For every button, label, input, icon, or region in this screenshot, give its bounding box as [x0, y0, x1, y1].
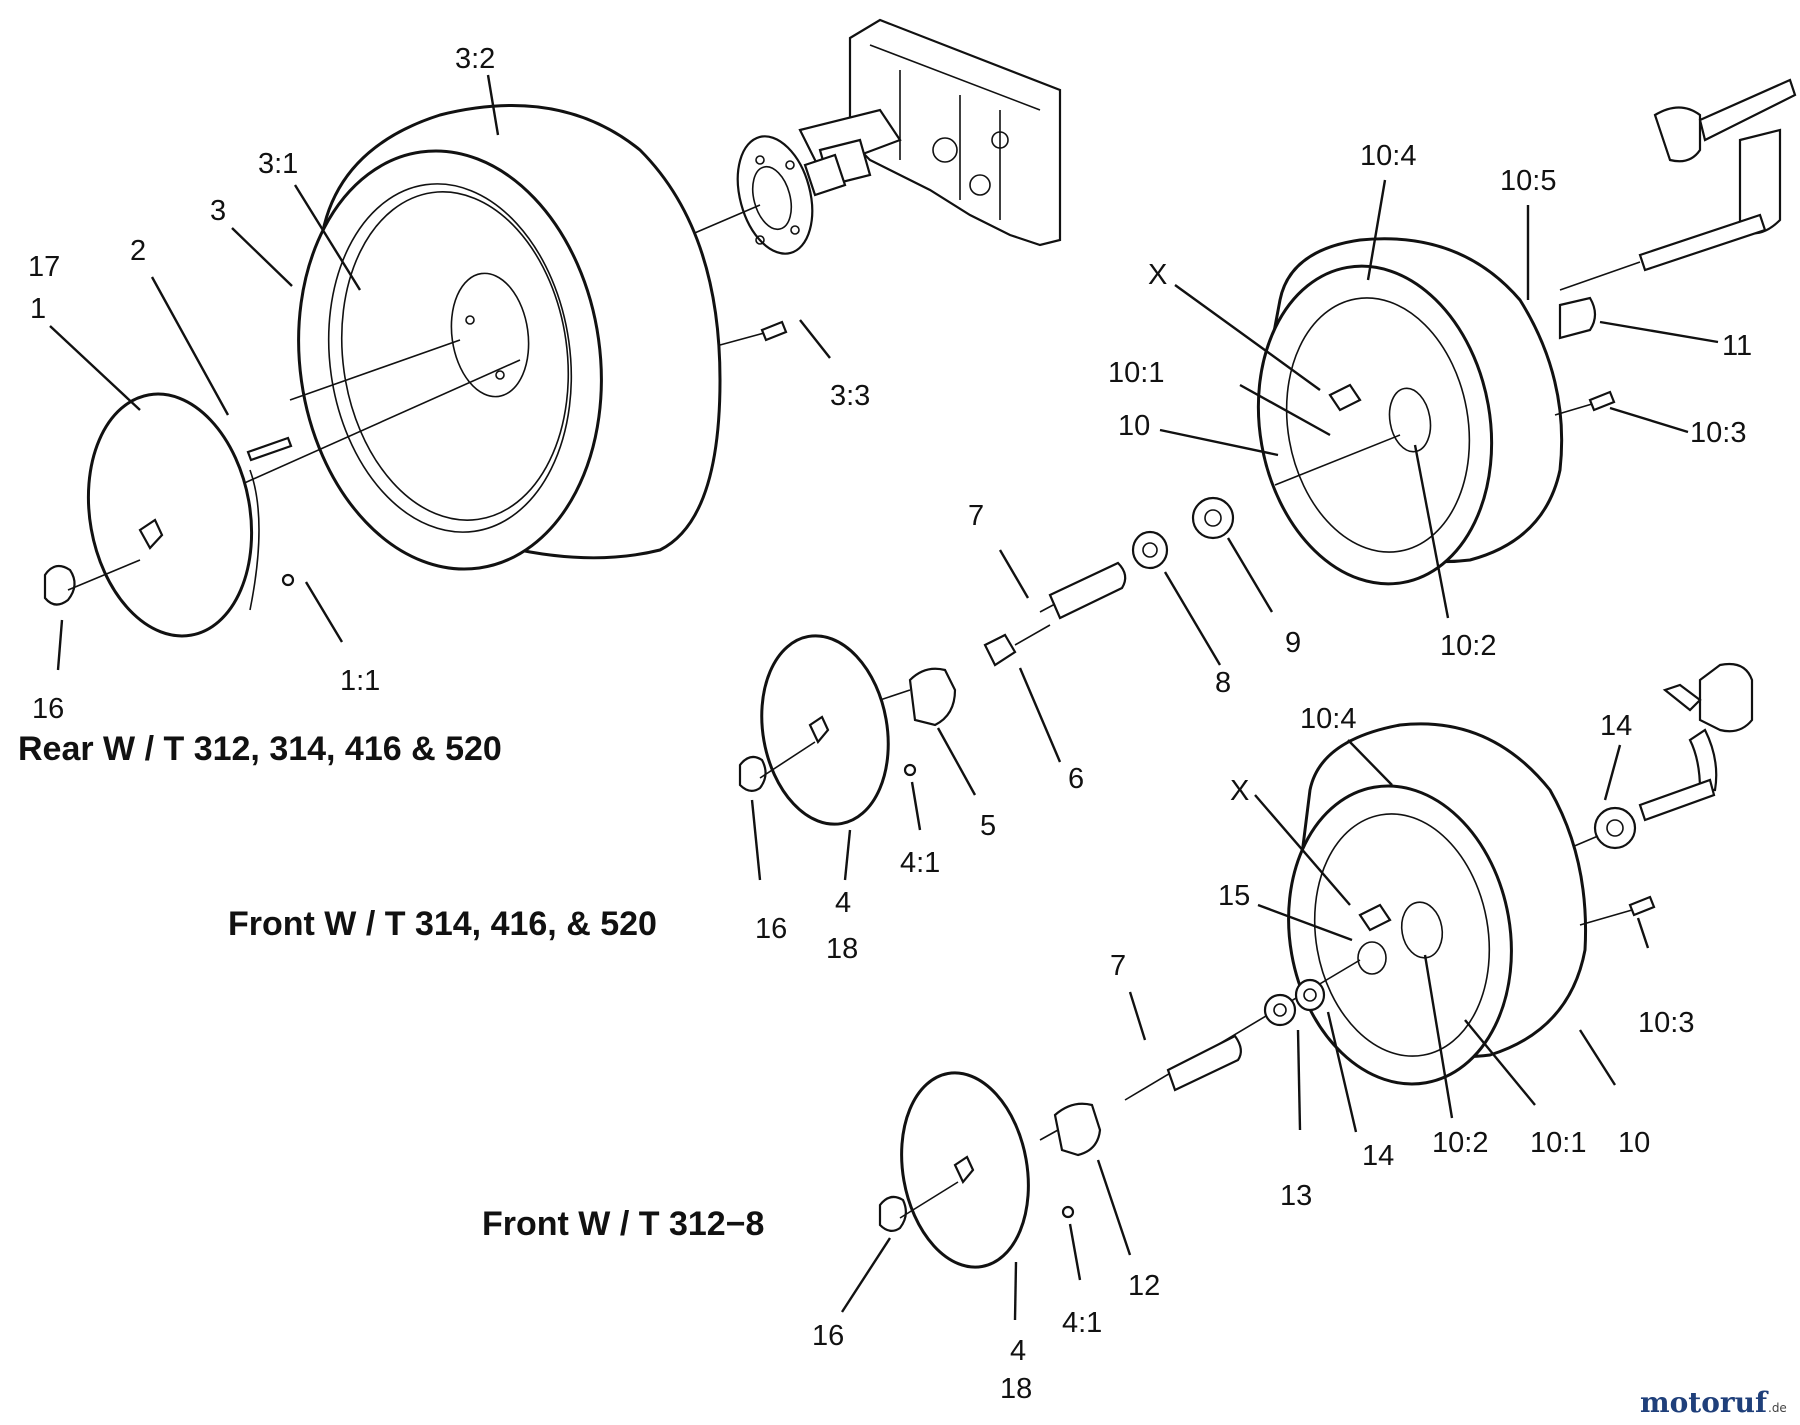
- front-bushing-b: [1053, 1102, 1102, 1157]
- front-tire-b: [1287, 722, 1588, 1086]
- front-wheel-assembly-a: 10:4 10:5 X 11 10:1 10 10:3 7 9 8 10:2 6…: [228, 78, 1797, 965]
- callout-5: 5: [980, 810, 996, 842]
- callout-10-b: 10: [1618, 1127, 1650, 1159]
- callout-9: 9: [1285, 627, 1301, 659]
- callout-18-a: 18: [826, 933, 858, 965]
- callout-10-4-b: 10:4: [1300, 703, 1356, 735]
- callout-3-2: 3:2: [455, 43, 495, 75]
- front-spacer-a: [1558, 296, 1597, 340]
- callout-10-2-b: 10:2: [1432, 1127, 1488, 1159]
- front-washer-9: [1191, 496, 1235, 540]
- rear-wheel-assembly: 3:2 3:1 3 2 17 1 16 1:1 3:3 Rear W / T 3…: [18, 18, 1062, 768]
- callout-7-b: 7: [1110, 950, 1126, 982]
- callout-3-3: 3:3: [830, 380, 870, 412]
- callout-4-1-a: 4:1: [900, 847, 940, 879]
- callout-x-b: X: [1230, 775, 1249, 807]
- caption-rear: Rear W / T 312, 314, 416 & 520: [18, 730, 502, 768]
- callout-3: 3: [210, 195, 226, 227]
- rear-hub: [736, 135, 847, 255]
- callout-10-3-a: 10:3: [1690, 417, 1746, 449]
- front-retaining-clip-a: [738, 755, 767, 792]
- front-wheel-bolt-b: [1628, 895, 1656, 917]
- callout-10-2-a: 10:2: [1440, 630, 1496, 662]
- svg-text:.de: .de: [1768, 1401, 1787, 1415]
- callout-10-1-a: 10:1: [1108, 357, 1164, 389]
- callout-10-5: 10:5: [1500, 165, 1556, 197]
- callout-12: 12: [1128, 1270, 1160, 1302]
- caption-front-b: Front W / T 312−8: [482, 1205, 764, 1243]
- callout-7-a: 7: [968, 500, 984, 532]
- callout-14-top: 14: [1600, 710, 1632, 742]
- front-washer-8: [1131, 530, 1169, 570]
- rear-retaining-clip: [43, 564, 76, 606]
- rear-wheel-bolt: [719, 320, 788, 346]
- callout-13: 13: [1280, 1180, 1312, 1212]
- callout-10-1-b: 10:1: [1530, 1127, 1586, 1159]
- callout-1: 1: [30, 293, 46, 325]
- callout-10-a: 10: [1118, 410, 1150, 442]
- callout-8: 8: [1215, 667, 1231, 699]
- rear-retaining-ring: [281, 573, 295, 587]
- front-retaining-clip-b: [878, 1195, 907, 1232]
- callout-15: 15: [1218, 880, 1250, 912]
- front-retaining-ring-a: [903, 763, 917, 777]
- front-wheel-assembly-b: 10:4 14 X 15 10:3 7 13 14 10:2 10:1 10 1…: [482, 662, 1754, 1405]
- callout-4-a: 4: [835, 887, 851, 919]
- front-wheel-bolt-a: [1588, 390, 1616, 412]
- callout-2: 2: [130, 235, 146, 267]
- callout-18-b: 18: [1000, 1373, 1032, 1405]
- callout-x-a: X: [1148, 259, 1167, 291]
- callout-4-b: 4: [1010, 1335, 1026, 1367]
- callout-17: 17: [28, 251, 60, 283]
- front-tire-a: [1256, 237, 1564, 586]
- front-axle-pin-b: [1166, 1034, 1242, 1092]
- front-spindle-a: [1559, 78, 1797, 291]
- front-retaining-ring-b: [1061, 1205, 1075, 1219]
- callout-10-3-b: 10:3: [1638, 1007, 1694, 1039]
- callout-11: 11: [1722, 330, 1752, 362]
- front-washer-14-bottom: [1294, 978, 1326, 1012]
- front-axle-pin-a: [1048, 561, 1127, 620]
- callout-14-bottom: 14: [1362, 1140, 1394, 1172]
- callout-16-rear: 16: [32, 693, 64, 725]
- callout-10-4-a: 10:4: [1360, 140, 1416, 172]
- grease-fitting-a: [1328, 383, 1362, 412]
- rear-transaxle-housing: [798, 18, 1062, 247]
- rear-tire: [297, 104, 722, 571]
- rear-cap-screw: [246, 436, 293, 462]
- svg-text:motoruf: motoruf: [1640, 1386, 1769, 1419]
- front-nut-a: [983, 633, 1017, 667]
- caption-front-a: Front W / T 314, 416, & 520: [228, 905, 657, 943]
- rear-hub-cap: [86, 392, 260, 638]
- front-bushing-a: [908, 667, 957, 727]
- grease-fitting-b: [1358, 903, 1392, 932]
- callout-4-1-b: 4:1: [1062, 1307, 1102, 1339]
- front-washer-13: [1263, 993, 1297, 1027]
- callout-6: 6: [1068, 763, 1084, 795]
- front-washer-14-top: [1593, 806, 1637, 850]
- callout-1-1: 1:1: [340, 665, 380, 697]
- callout-16-b: 16: [812, 1320, 844, 1352]
- callout-16-a: 16: [755, 913, 787, 945]
- callout-3-1: 3:1: [258, 148, 298, 180]
- watermark-logo: motoruf .de: [1640, 1386, 1787, 1419]
- front-spindle-b: [1638, 662, 1754, 822]
